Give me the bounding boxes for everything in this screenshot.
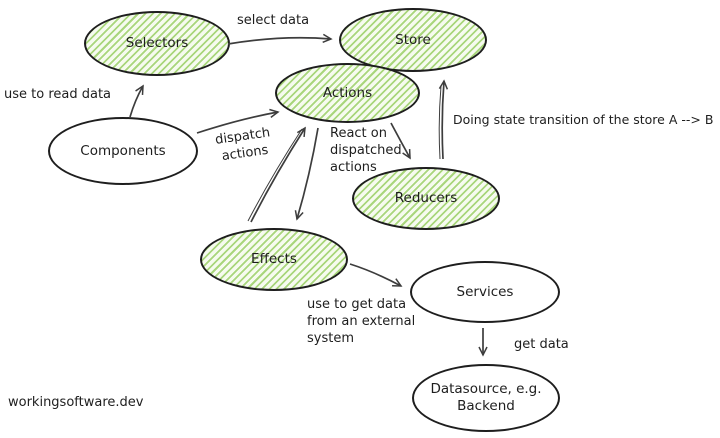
arrow-effects-to-services [349,263,403,287]
node-components: Components [48,117,198,185]
node-datasource-label: Datasource, e.g. Backend [430,381,542,414]
node-actions-label: Actions [322,84,373,101]
arrow-actions-to-effects [294,127,319,221]
edge-label-get-data: get data [514,337,569,352]
node-services: Services [410,261,560,323]
edge-label-select-data: select data [237,13,310,28]
arrow-reducers-to-store-sketch-line [438,85,442,160]
arrow-reducers-to-store [438,79,449,160]
node-store-label: Store [395,31,431,48]
node-datasource: Datasource, e.g. Backend [412,364,560,432]
arrow-components-to-selectors [129,84,144,118]
node-services-label: Services [456,283,514,300]
watermark: workingsoftware.dev [8,395,144,410]
edge-label-use-to-read-data: use to read data [4,87,112,102]
edge-label-use-to-get-data: use to get data from an external system [307,297,416,346]
arrow-selectors-to-store [227,33,333,45]
edge-label-state-transition: Doing state transition of the store A --… [453,112,714,127]
node-selectors: Selectors [84,11,230,76]
node-reducers-label: Reducers [394,190,458,207]
edge-label-react-on-dispatched-actions: React on dispatched actions [330,126,402,175]
node-reducers: Reducers [352,167,500,230]
node-store: Store [339,8,487,72]
node-components-label: Components [80,142,166,159]
node-effects: Effects [200,228,348,291]
node-selectors-label: Selectors [125,35,189,52]
node-actions: Actions [275,63,420,123]
edge-label-dispatch-actions: dispatch actions [214,125,272,165]
node-effects-label: Effects [251,251,297,268]
